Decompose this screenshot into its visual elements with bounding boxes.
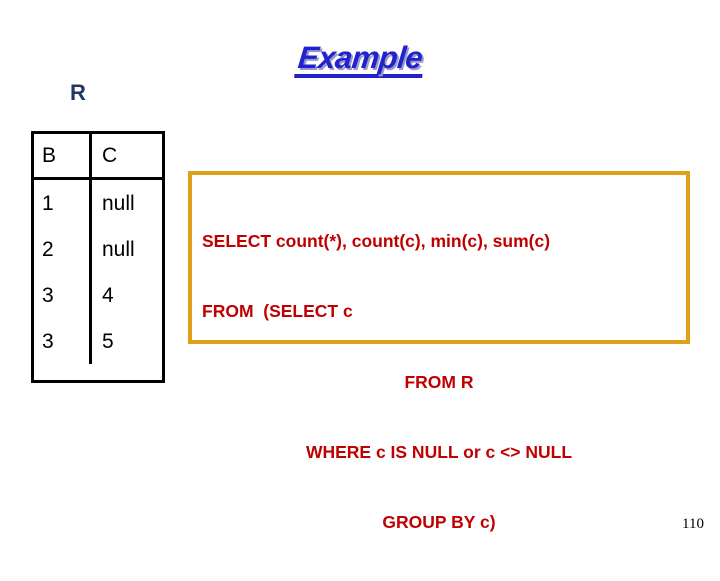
sql-line-select: SELECT count(*), count(c), min(c), sum(c…: [202, 230, 551, 251]
cell-b: 2: [34, 226, 92, 272]
table-row: 1 null: [34, 180, 162, 226]
table-row: 2 null: [34, 226, 162, 272]
page-title: Example: [0, 40, 720, 78]
relation-table: B C 1 null 2 null 3 4 3 5: [31, 131, 165, 383]
column-header-b: B: [34, 134, 92, 177]
sql-query-text: SELECT count(*), count(c), min(c), sum(c…: [192, 175, 686, 581]
page-title-text: Example: [294, 40, 426, 78]
sql-query-callout: SELECT count(*), count(c), min(c), sum(c…: [188, 171, 690, 532]
cell-b: 3: [34, 272, 92, 318]
cell-c: null: [102, 191, 135, 215]
cell-c: 4: [102, 283, 114, 307]
table-header-row: B C: [34, 134, 162, 180]
sql-line-inner-from: FROM R: [404, 371, 474, 392]
relation-name-label: R: [70, 80, 86, 105]
page-number: 110: [682, 516, 704, 532]
cell-b: 3: [34, 318, 92, 364]
cell-c: null: [102, 237, 135, 261]
table-row: 3 5: [34, 318, 162, 364]
cell-b: 1: [34, 180, 92, 226]
sql-line-from-subquery: FROM (SELECT c: [202, 301, 353, 322]
column-header-c: C: [102, 144, 118, 167]
table-row: 3 4: [34, 272, 162, 318]
sql-line-group-by: GROUP BY c): [382, 512, 496, 533]
sql-line-where: WHERE c IS NULL or c <> NULL: [305, 441, 573, 462]
cell-c: 5: [102, 329, 114, 353]
